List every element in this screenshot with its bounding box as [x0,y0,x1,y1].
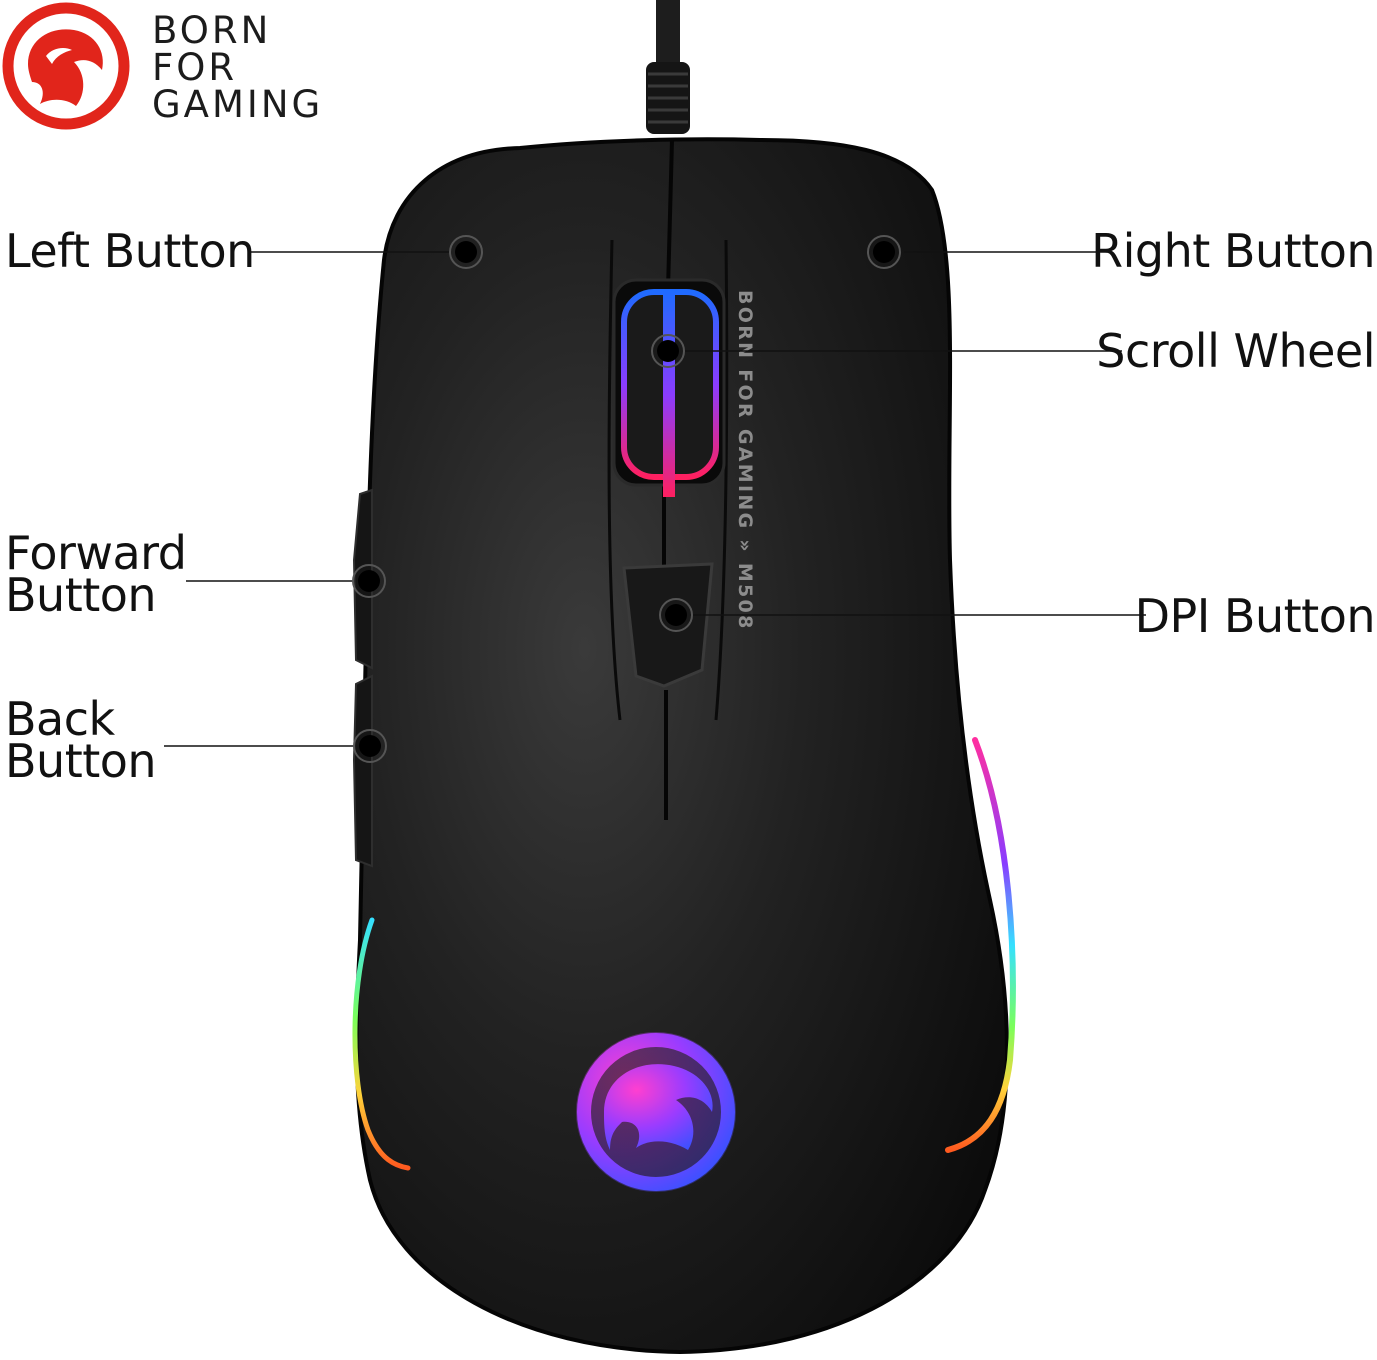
right-button-marker [867,235,901,269]
callout-markers [352,235,901,763]
dpi-button-marker [659,598,693,632]
forward-button-marker [352,564,386,598]
rgb-strip-right [945,737,1016,1153]
right-button-label: Right Button [1091,224,1375,278]
brand-wordmark: BORN FOR GAMING [152,12,323,123]
brand-line-2: FOR [152,46,238,89]
back-button-marker [353,729,387,763]
scroll-wheel-marker [651,334,685,368]
rgb-strip-left [352,917,411,1171]
left-button-label: Left Button [5,224,255,278]
forward-button-label-line-2: Button [5,568,157,622]
dpi-button-shape [622,562,714,688]
scroll-wheel-label: Scroll Wheel [1096,324,1375,378]
palm-logo-icon [576,1032,736,1192]
dpi-button-label: DPI Button [1134,589,1376,643]
model-print: BORN FOR GAMING » M508 [734,290,756,631]
brand-line-1: BORN [152,9,272,52]
forward-button-label: Forward Button [5,526,187,622]
cable [656,0,680,70]
back-button-label: Back Button [5,692,157,788]
brand-line-3: GAMING [152,83,324,126]
back-button-label-line-1: Back [5,692,115,746]
leader-lines [164,251,1146,747]
back-button-shape [352,674,373,868]
back-button-label-line-2: Button [5,734,157,788]
brand-logo-icon [2,2,130,130]
left-button-marker [449,235,483,269]
forward-button-label-line-1: Forward [5,526,187,580]
